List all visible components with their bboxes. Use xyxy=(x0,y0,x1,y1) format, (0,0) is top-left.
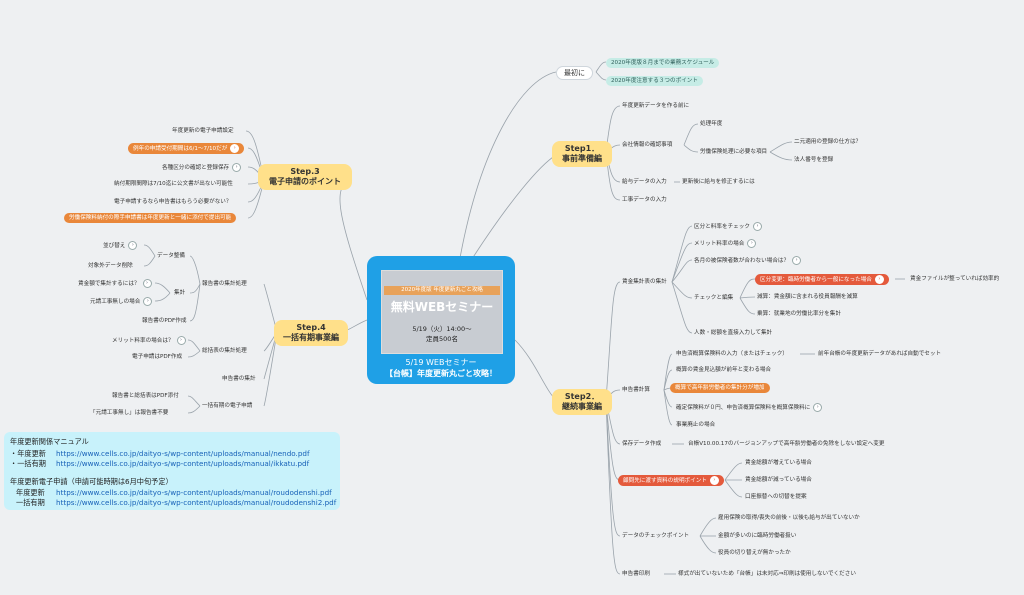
step4-data[interactable]: データ整備 xyxy=(157,253,185,259)
step4-total-2[interactable]: 電子申請はPDF作成 xyxy=(132,354,183,360)
manual-link-2[interactable]: https://www.cells.co.jp/daityo-s/wp-cont… xyxy=(56,459,310,468)
step3-item-3[interactable]: 各種区分の確認と登録保存› xyxy=(162,163,242,172)
central-caption-2: 【台帳】年度更新丸ごと攻略！ xyxy=(385,369,497,378)
link-arrow-icon[interactable]: › xyxy=(752,222,762,231)
link-arrow-icon[interactable]: › xyxy=(142,279,152,288)
step1-item-b2[interactable]: 労働保険処理に必要な項目 xyxy=(700,149,768,155)
manual-link-3[interactable]: https://www.cells.co.jp/daityo-s/wp-cont… xyxy=(56,488,332,497)
step2-check-1a[interactable]: 賃金ファイルが整っていれば効率的 xyxy=(910,276,1000,282)
step2-print[interactable]: 申告書印刷 xyxy=(622,571,650,577)
step2-report-4[interactable]: 確定保険料が０円、申告済概算保険料を概算保険料に› xyxy=(676,403,823,412)
manual-heading-2: 年度更新電子申請（申請可能時期は6月中旬予定） xyxy=(10,477,173,486)
step3-item-5[interactable]: 電子申請するなら申告書はもらう必要がない？ xyxy=(114,199,232,205)
step1-item-c[interactable]: 給与データの入力 xyxy=(622,179,667,185)
link-arrow-icon[interactable]: › xyxy=(232,163,242,172)
manual-label-1: ・年度更新 xyxy=(10,449,46,458)
topic-step1[interactable]: Step1． 事前準備編 xyxy=(552,141,612,167)
step3-item-1[interactable]: 年度更新の電子申請設定 xyxy=(172,128,234,134)
step4-decl[interactable]: 申告書の集計 xyxy=(222,376,256,382)
step2-save-1[interactable]: 台帳V10.00.17のバージョンアップで高年齢労働者の免除をしない設定へ変更 xyxy=(688,441,885,447)
step2-report-3[interactable]: 概算で高年齢労働者の集計分が増加 xyxy=(670,383,770,393)
step1-item-b[interactable]: 会社情報の確認事項 xyxy=(622,142,673,148)
seminar-banner-image: 2020年度版 年度更新丸ごと攻略 無料WEBセミナー 5/19（火）14:00… xyxy=(381,270,503,354)
step2-datacheck[interactable]: データのチェックポイント xyxy=(622,533,690,539)
step3-item-6[interactable]: 労働保険料納付の際手申請書は年度更新と一緒に添付で提出可能 xyxy=(64,213,237,223)
step4-total[interactable]: 総括表の集計処理 xyxy=(202,348,247,354)
first-item-2[interactable]: 2020年度注意する３つのポイント xyxy=(606,76,703,86)
step2-report-2[interactable]: 概算の賃金見込額が前年と変わる場合 xyxy=(676,367,772,373)
step2-explain-3[interactable]: 口座振替への切替を提案 xyxy=(745,494,807,500)
step4-report[interactable]: 報告書の集計処理 xyxy=(202,281,247,287)
step2-explain-2[interactable]: 賃金総額が減っている場合 xyxy=(745,477,812,483)
link-arrow-icon[interactable]: › xyxy=(176,336,186,345)
step4-elec[interactable]: 一括有期の電子申請 xyxy=(202,403,253,409)
seminar-capacity: 定員500名 xyxy=(426,335,458,343)
step1-item-b2a[interactable]: 二元適用の登録の仕方は？ xyxy=(794,139,862,145)
step3-item-4[interactable]: 納付期限間際は7/10迄に公文書が出ない可能性 xyxy=(114,181,233,187)
step2-wage-3[interactable]: 各月の被保険者数が合わない場合は？› xyxy=(694,256,802,265)
step1-item-b1[interactable]: 処理年度 xyxy=(700,121,723,127)
link-arrow-icon[interactable]: › xyxy=(747,239,757,248)
manual-link-4[interactable]: https://www.cells.co.jp/daityo-s/wp-cont… xyxy=(56,498,337,507)
step4-pdf[interactable]: 報告書のPDF作成 xyxy=(142,318,187,324)
step4-sum[interactable]: 集計 xyxy=(174,290,186,296)
seminar-title: 無料WEBセミナー xyxy=(390,300,494,314)
step1-item-c1[interactable]: 更新後に給与を修正するには xyxy=(682,179,755,185)
manual-heading-1: 年度更新関係マニュアル xyxy=(10,437,89,446)
manual-link-1[interactable]: https://www.cells.co.jp/daityo-s/wp-cont… xyxy=(56,449,310,458)
first-item-1[interactable]: 2020年度版８月までの業務スケジュール xyxy=(606,58,720,68)
topic-step4[interactable]: Step.4 一括有期事業編 xyxy=(274,320,348,346)
link-arrow-icon[interactable]: › xyxy=(792,256,802,265)
step4-data-2[interactable]: 対象外データ削除 xyxy=(88,263,133,269)
link-arrow-icon[interactable]: › xyxy=(128,241,138,250)
step2-wage[interactable]: 賃金集計表の集計 xyxy=(622,279,667,285)
step4-elec-1[interactable]: 報告書と総括表はPDF添付 xyxy=(112,393,179,399)
step2-check-1[interactable]: 区分変更：臨時労働者から一般になった場合› xyxy=(755,274,889,285)
link-arrow-icon[interactable]: › xyxy=(230,144,240,153)
step2-datacheck-2[interactable]: 金額が多いのに臨時労働者扱い xyxy=(718,533,797,539)
topic-first[interactable]: 最初に xyxy=(556,66,593,80)
step2-save[interactable]: 保存データ作成 xyxy=(622,441,662,447)
step3-item-2[interactable]: 例年の申請受付期間は6/1〜7/10だが› xyxy=(128,143,245,154)
banner-strip: 2020年度版 年度更新丸ごと攻略 xyxy=(384,286,500,295)
step4-sum-2[interactable]: 元請工事無しの場合› xyxy=(90,297,153,306)
central-topic[interactable]: 2020年度版 年度更新丸ごと攻略 無料WEBセミナー 5/19（火）14:00… xyxy=(367,256,515,384)
manual-label-4: 一括有期 xyxy=(16,498,45,507)
step4-sum-1[interactable]: 賃金額で集計するには？› xyxy=(78,279,152,288)
step2-check-2[interactable]: 減算：賃金額に含まれる役員報酬を減算 xyxy=(757,294,858,300)
step2-report-1[interactable]: 申告済概算保険料の入力（またはチェック） xyxy=(676,351,788,357)
step2-datacheck-3[interactable]: 役員の切り替えが無かったか xyxy=(718,550,791,556)
manual-label-3: 年度更新 xyxy=(16,488,45,497)
link-arrow-icon[interactable]: › xyxy=(143,297,153,306)
step1-item-d[interactable]: 工事データの入力 xyxy=(622,197,667,203)
step4-elec-2[interactable]: 「元請工事無し」は報告書不要 xyxy=(90,410,169,416)
step2-check[interactable]: チェックと編集 xyxy=(694,295,734,301)
step1-item-a[interactable]: 年度更新データを作る前に xyxy=(622,103,690,109)
manual-links-box: 年度更新関係マニュアル ・年度更新 https://www.cells.co.j… xyxy=(4,432,340,510)
seminar-datetime: 5/19（火）14:00〜 xyxy=(412,325,472,333)
link-arrow-icon[interactable]: › xyxy=(874,275,884,284)
step4-total-1[interactable]: メリット料率の場合は？› xyxy=(112,336,186,345)
step2-explain[interactable]: 顧問先に渡す資料の説明ポイント› xyxy=(618,475,724,486)
step2-wage-4[interactable]: 人数・総額を直接入力して集計 xyxy=(694,330,773,336)
step2-report[interactable]: 申告書計算 xyxy=(622,387,650,393)
step2-print-1[interactable]: 様式が出ていないため「台帳」は未対応⇒印刷は使用しないでください xyxy=(678,571,856,577)
central-caption-1: 5/19 WEBセミナー xyxy=(405,358,477,367)
step2-explain-1[interactable]: 賃金総額が増えている場合 xyxy=(745,460,812,466)
step2-report-5[interactable]: 事業廃止の場合 xyxy=(676,422,716,428)
link-arrow-icon[interactable]: › xyxy=(709,476,719,485)
step4-data-1[interactable]: 並び替え› xyxy=(103,241,138,250)
step2-check-3[interactable]: 乗算：就業地の労働比率分を集計 xyxy=(757,311,841,317)
manual-label-2: ・一括有期 xyxy=(10,459,46,468)
step2-datacheck-1[interactable]: 雇用保険の取得/喪失の前後・以後も給与が出ていないか xyxy=(718,515,860,521)
step2-report-1a[interactable]: 前年台帳の年度更新データがあれば自動でセット xyxy=(818,351,942,357)
link-arrow-icon[interactable]: › xyxy=(813,403,823,412)
topic-step3[interactable]: Step.3 電子申請のポイント xyxy=(258,164,352,190)
step2-wage-2[interactable]: メリット料率の場合› xyxy=(694,239,757,248)
step2-wage-1[interactable]: 区分と料率をチェック› xyxy=(694,222,762,231)
step1-item-b2b[interactable]: 法人番号を登録 xyxy=(794,157,834,163)
topic-step2[interactable]: Step2． 継続事業編 xyxy=(552,389,612,415)
